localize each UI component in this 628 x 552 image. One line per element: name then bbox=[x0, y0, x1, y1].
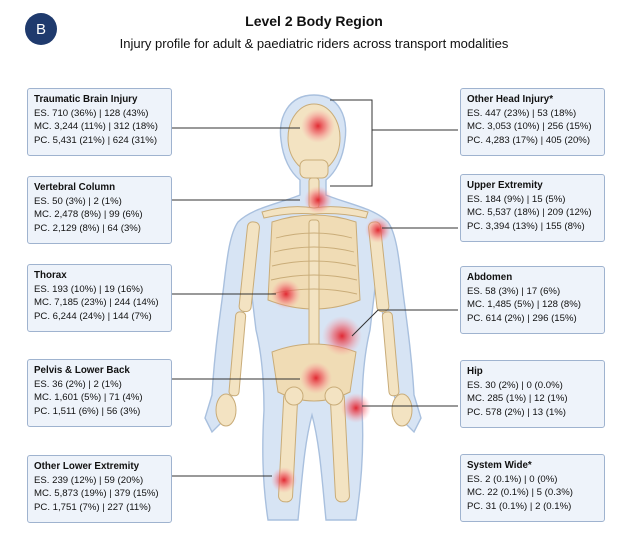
region-es: ES. 30 (2%) | 0 (0.0%) bbox=[467, 380, 563, 392]
region-title: Abdomen bbox=[467, 272, 513, 283]
right-forearm bbox=[381, 311, 400, 397]
region-box-other-lower-extremity: Other Lower Extremity ES. 239 (12%) | 59… bbox=[27, 455, 172, 523]
region-box-hip: Hip ES. 30 (2%) | 0 (0.0%) MC. 285 (1%) … bbox=[460, 360, 605, 428]
region-box-traumatic-brain-injury: Traumatic Brain Injury ES. 710 (36%) | 1… bbox=[27, 88, 172, 156]
region-mc: MC. 5,537 (18%) | 209 (12%) bbox=[467, 207, 592, 219]
region-es: ES. 36 (2%) | 2 (1%) bbox=[34, 379, 122, 391]
figure-title: Level 2 Body Region bbox=[245, 13, 383, 29]
left-forearm bbox=[228, 311, 247, 397]
region-title: Upper Extremity bbox=[467, 180, 543, 191]
injury-hotspots bbox=[271, 109, 391, 493]
region-title: System Wide* bbox=[467, 460, 532, 471]
left-humerus bbox=[238, 221, 260, 313]
jaw bbox=[299, 159, 329, 179]
region-box-system-wide: System Wide* ES. 2 (0.1%) | 0 (0%) MC. 2… bbox=[460, 454, 605, 522]
region-pc: PC. 31 (0.1%) | 2 (0.1%) bbox=[467, 500, 572, 512]
region-pc: PC. 4,283 (17%) | 405 (20%) bbox=[467, 134, 591, 146]
region-box-other-head-injury: Other Head Injury* ES. 447 (23%) | 53 (1… bbox=[460, 88, 605, 156]
region-es: ES. 193 (10%) | 19 (16%) bbox=[34, 284, 144, 296]
region-box-pelvis-lower-back: Pelvis & Lower Back ES. 36 (2%) | 2 (1%)… bbox=[27, 359, 172, 427]
region-box-upper-extremity: Upper Extremity ES. 184 (9%) | 15 (5%) M… bbox=[460, 174, 605, 242]
region-title: Pelvis & Lower Back bbox=[34, 365, 130, 376]
spine bbox=[308, 219, 320, 361]
region-title: Other Lower Extremity bbox=[34, 461, 140, 472]
region-box-thorax: Thorax ES. 193 (10%) | 19 (16%) MC. 7,18… bbox=[27, 264, 172, 332]
leader-lines bbox=[170, 99, 458, 477]
region-mc: MC. 3,053 (10%) | 256 (15%) bbox=[467, 121, 592, 133]
region-pc: PC. 1,511 (6%) | 56 (3%) bbox=[34, 405, 141, 417]
left-hip-joint bbox=[284, 386, 304, 406]
skeleton bbox=[215, 103, 413, 503]
hotspot-neck bbox=[304, 186, 332, 214]
region-pc: PC. 578 (2%) | 13 (1%) bbox=[467, 406, 567, 418]
right-hand bbox=[391, 393, 413, 427]
hotspot-abdomen bbox=[322, 316, 362, 356]
region-es: ES. 447 (23%) | 53 (18%) bbox=[467, 108, 577, 120]
region-title: Hip bbox=[467, 366, 483, 377]
region-box-abdomen: Abdomen ES. 58 (3%) | 17 (6%) MC. 1,485 … bbox=[460, 266, 605, 334]
rib-lines bbox=[270, 232, 358, 295]
region-es: ES. 2 (0.1%) | 0 (0%) bbox=[467, 474, 558, 486]
region-title: Vertebral Column bbox=[34, 182, 116, 193]
region-box-vertebral-column: Vertebral Column ES. 50 (3%) | 2 (1%) MC… bbox=[27, 176, 172, 244]
region-mc: MC. 3,244 (11%) | 312 (18%) bbox=[34, 121, 158, 133]
region-es: ES. 710 (36%) | 128 (43%) bbox=[34, 108, 149, 120]
region-title: Thorax bbox=[34, 270, 67, 281]
region-mc: MC. 1,485 (5%) | 128 (8%) bbox=[467, 299, 581, 311]
region-pc: PC. 1,751 (7%) | 227 (11%) bbox=[34, 501, 151, 513]
region-mc: MC. 2,478 (8%) | 99 (6%) bbox=[34, 209, 143, 221]
hotspot-shoulder bbox=[365, 217, 391, 243]
hotspot-pelvis bbox=[300, 362, 332, 394]
region-pc: PC. 614 (2%) | 296 (15%) bbox=[467, 312, 577, 324]
region-pc: PC. 5,431 (21%) | 624 (31%) bbox=[34, 134, 158, 146]
region-pc: PC. 3,394 (13%) | 155 (8%) bbox=[467, 220, 585, 232]
hotspot-brain bbox=[301, 109, 335, 143]
region-es: ES. 58 (3%) | 17 (6%) bbox=[467, 286, 561, 298]
region-es: ES. 50 (3%) | 2 (1%) bbox=[34, 196, 122, 208]
region-pc: PC. 6,244 (24%) | 144 (7%) bbox=[34, 310, 152, 322]
left-hand bbox=[215, 393, 237, 427]
region-mc: MC. 1,601 (5%) | 71 (4%) bbox=[34, 392, 143, 404]
region-es: ES. 239 (12%) | 59 (20%) bbox=[34, 475, 144, 487]
region-title: Traumatic Brain Injury bbox=[34, 94, 138, 105]
region-mc: MC. 5,873 (19%) | 379 (15%) bbox=[34, 488, 159, 500]
region-mc: MC. 7,185 (23%) | 244 (14%) bbox=[34, 297, 159, 309]
region-pc: PC. 2,129 (8%) | 64 (3%) bbox=[34, 222, 142, 234]
figure-subtitle: Injury profile for adult & paediatric ri… bbox=[119, 36, 509, 51]
hotspot-thorax bbox=[271, 279, 301, 309]
region-mc: MC. 285 (1%) | 12 (1%) bbox=[467, 393, 568, 405]
panel-badge: B bbox=[25, 13, 57, 45]
region-es: ES. 184 (9%) | 15 (5%) bbox=[467, 194, 566, 206]
region-title: Other Head Injury* bbox=[467, 94, 554, 105]
right-hip-joint bbox=[324, 386, 344, 406]
region-mc: MC. 22 (0.1%) | 5 (0.3%) bbox=[467, 487, 573, 499]
hotspot-leg bbox=[271, 467, 297, 493]
hotspot-hip bbox=[341, 393, 371, 423]
